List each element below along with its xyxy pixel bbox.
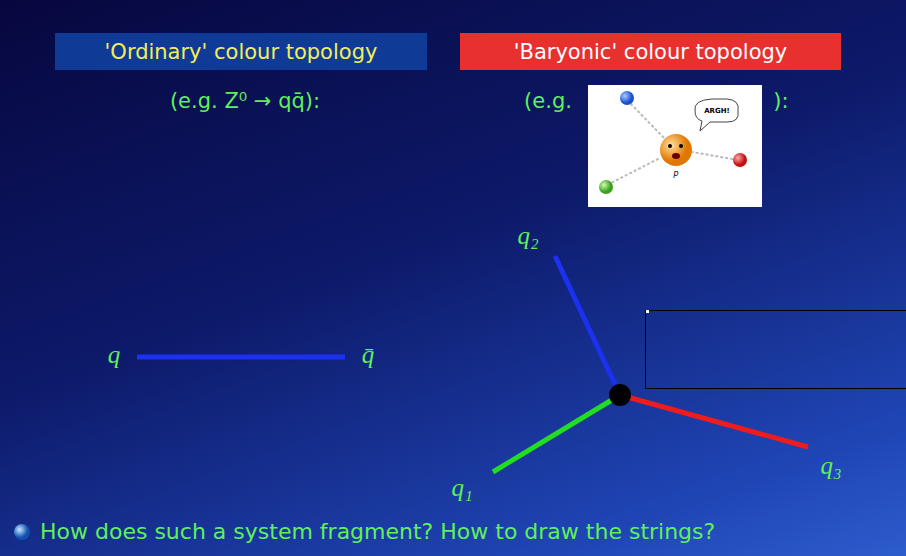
example-text: ): xyxy=(773,89,788,113)
string-line xyxy=(493,395,620,472)
junction-dot xyxy=(609,384,631,406)
example-text: (e.g. Z⁰ → qq̄): xyxy=(170,89,320,113)
header-text: 'Ordinary' colour topology xyxy=(105,40,378,64)
question-text: How does such a system fragment? How to … xyxy=(40,519,715,544)
string-line xyxy=(555,256,620,395)
outline-rect xyxy=(646,311,906,389)
quark-label: q xyxy=(108,341,121,370)
bullet-icon xyxy=(14,524,30,540)
quark-label: q₃ xyxy=(820,452,841,481)
quark-label: q₁ xyxy=(451,474,472,503)
header-box: 'Baryonic' colour topology xyxy=(460,33,841,70)
quark-label: q₂ xyxy=(517,222,538,251)
quark-label: q̄ xyxy=(362,341,375,370)
marker-dot xyxy=(646,310,649,313)
cartoon-frame xyxy=(588,85,762,207)
example-text: (e.g. xyxy=(524,89,572,113)
header-box: 'Ordinary' colour topology xyxy=(55,33,427,70)
string-line xyxy=(137,355,345,360)
particle-label: p xyxy=(673,169,678,178)
string-line xyxy=(620,395,808,447)
speech-text: ARGH! xyxy=(704,107,730,115)
header-text: 'Baryonic' colour topology xyxy=(514,40,788,64)
